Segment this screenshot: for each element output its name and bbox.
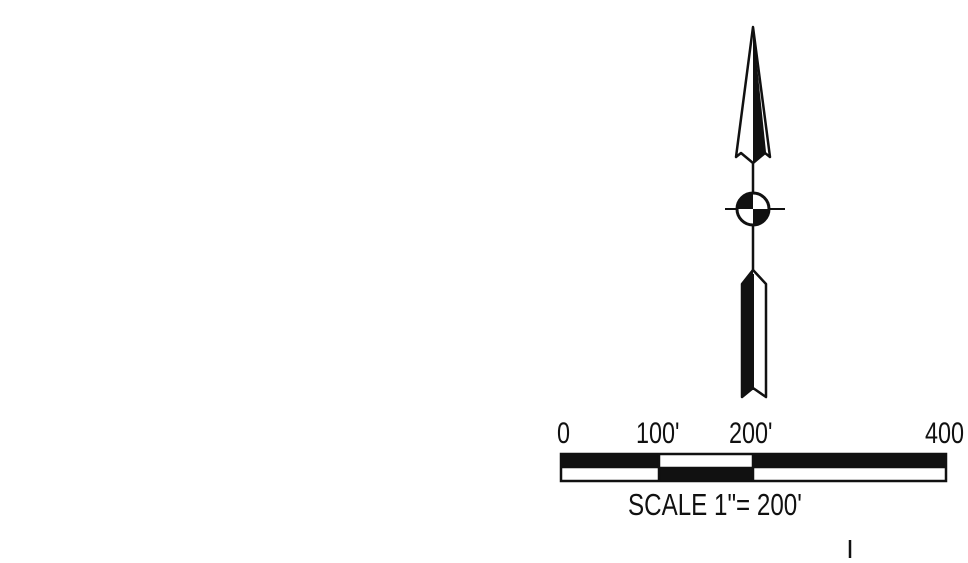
north-arrow-icon xyxy=(725,25,785,399)
north-arrowhead-shade xyxy=(753,27,766,163)
scale-tick-label-400: 400 xyxy=(925,417,965,450)
tail-feather-shade xyxy=(742,270,753,397)
scale-caption: SCALE 1"= 200' xyxy=(628,487,802,522)
scale-tick-label-0: 0 xyxy=(557,417,571,450)
survey-target-quadrant-br xyxy=(753,209,769,225)
scale-tick-label-200: 200' xyxy=(729,417,773,450)
scale-tick-label-100: 100' xyxy=(636,417,680,450)
scale-band-0-100-top xyxy=(561,454,659,468)
survey-target-quadrant-tl xyxy=(737,193,753,209)
scale-band-200-400-top xyxy=(753,454,946,468)
scale-band-100-200-bottom xyxy=(659,467,753,481)
scale-bar xyxy=(559,452,948,483)
